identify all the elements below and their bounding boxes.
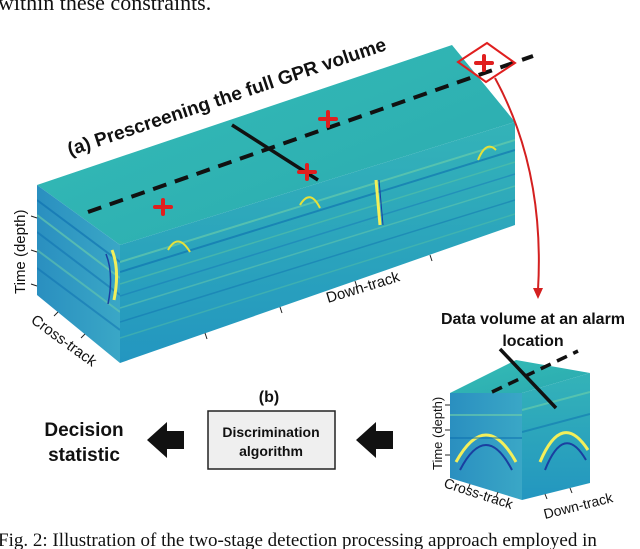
alarm-volume-cross-line xyxy=(498,347,558,410)
alarm-volume-top-face xyxy=(450,360,590,393)
alarm-arrow xyxy=(494,77,540,291)
alarm-side-texture xyxy=(450,414,522,471)
volume-front-face xyxy=(120,122,515,363)
alarm-markers xyxy=(153,54,494,216)
front-texture xyxy=(120,139,515,339)
algorithm-label-2: algorithm xyxy=(239,443,303,459)
alarm-volume-dashed-line xyxy=(491,349,579,394)
alarm-volume-ticks xyxy=(445,404,573,500)
figure-caption: Fig. 2: Illustration of the two-stage de… xyxy=(0,530,597,549)
time-axis-ticks xyxy=(30,215,38,287)
down-track-ticks xyxy=(204,254,433,340)
gpr-volume xyxy=(30,41,534,363)
alarm-marker-3 xyxy=(297,163,317,181)
alarm-volume-title-2: location xyxy=(502,333,563,350)
alarm-volume xyxy=(445,347,590,500)
discrimination-algorithm-box xyxy=(207,410,336,470)
alarm-region-box xyxy=(456,41,517,84)
alarm-time-label: Time (depth) xyxy=(430,397,445,470)
arrow-to-algorithm xyxy=(356,422,393,458)
track-dashed-line xyxy=(87,54,534,214)
arrow-to-decision xyxy=(147,422,184,458)
volume-top-face xyxy=(37,45,515,245)
cross-track-ticks xyxy=(53,311,86,339)
alarm-arrow-head xyxy=(533,288,543,299)
alarm-volume-side-face xyxy=(450,393,522,500)
panel-b-label: (b) xyxy=(259,389,279,406)
alarm-marker-1 xyxy=(153,198,173,216)
top-text: within these constraints. xyxy=(0,0,211,15)
side-texture xyxy=(37,199,120,331)
decision-label-2: statistic xyxy=(48,445,120,466)
alarm-marker-2 xyxy=(318,110,338,128)
decision-label-1: Decision xyxy=(44,420,123,441)
alarm-down-track-label: Down-track xyxy=(542,489,616,522)
axis-time-label: Time (depth) xyxy=(12,210,29,294)
alarm-front-texture xyxy=(522,391,590,471)
algorithm-label-1: Discrimination xyxy=(222,424,319,440)
alarm-marker-4 xyxy=(474,54,494,72)
alarm-volume-title-1: Data volume at an alarm xyxy=(441,311,625,328)
